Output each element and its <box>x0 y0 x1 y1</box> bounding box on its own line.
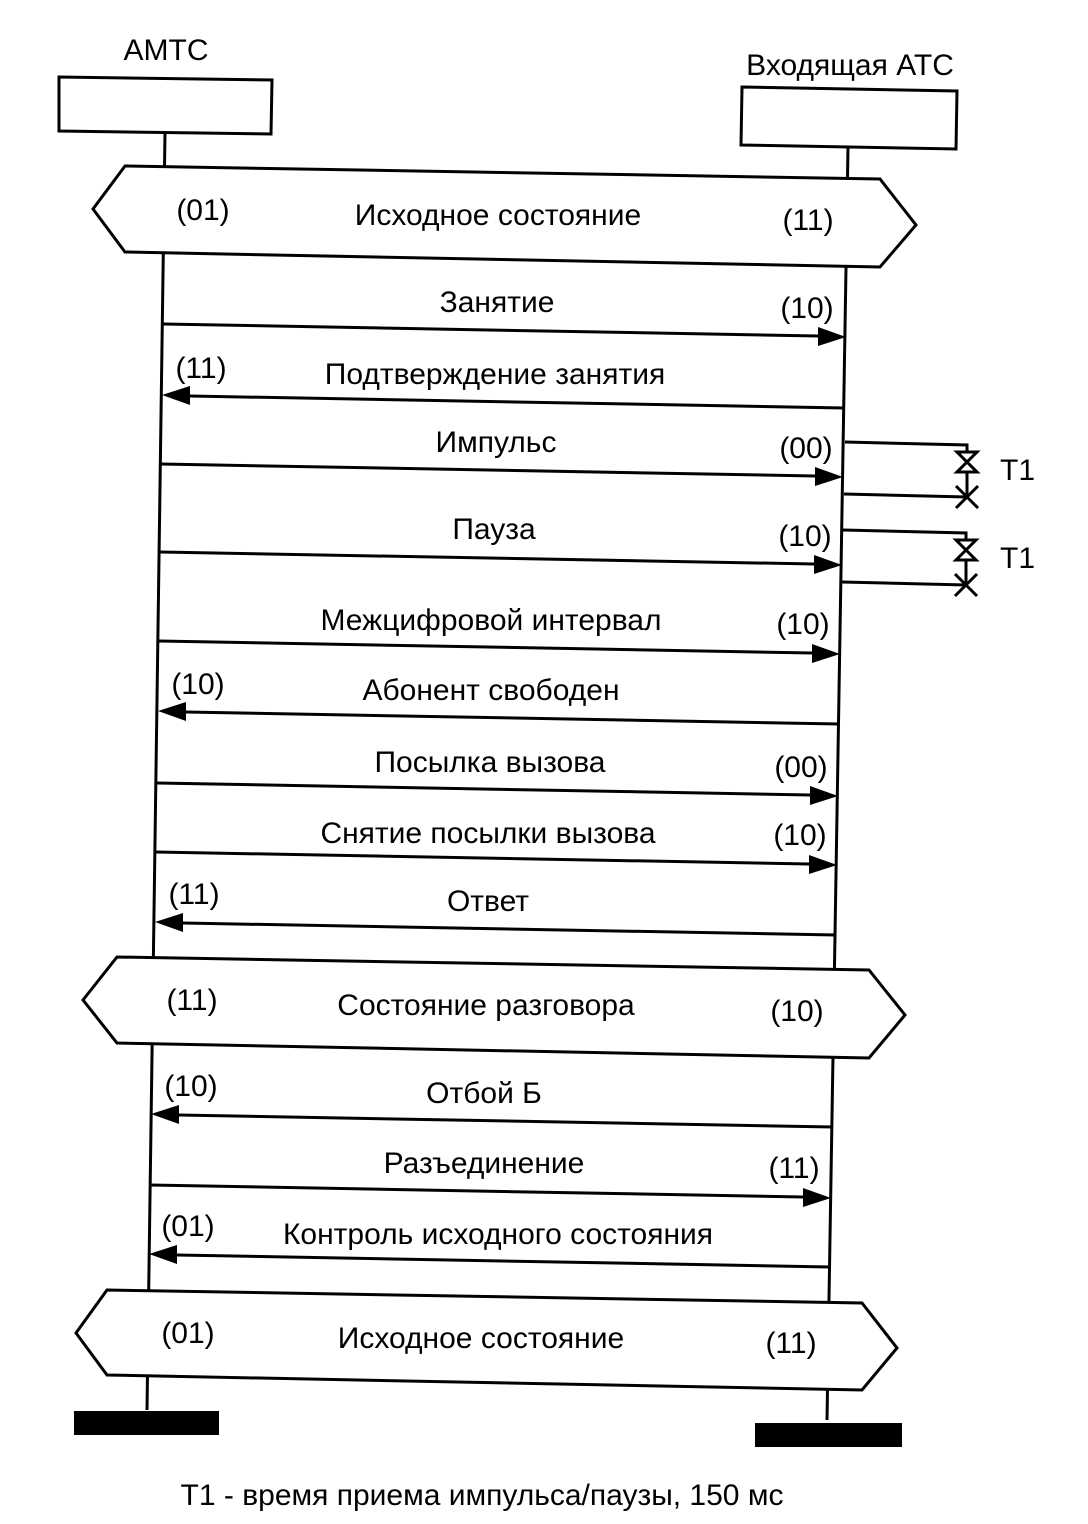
message-arrow-line <box>176 1253 831 1269</box>
hourglass-icon <box>953 450 981 474</box>
message-code: (10) <box>776 608 829 641</box>
timer-t1-pause: T1 <box>841 528 1035 598</box>
arrowhead-left-icon <box>162 386 190 405</box>
message-label: Ответ <box>447 885 529 918</box>
timer-start-line <box>842 528 968 540</box>
lifeline-right <box>825 146 850 1421</box>
lifeline-right-end-bar <box>755 1423 902 1447</box>
message-arrow-line <box>160 462 816 478</box>
message-arrow-line <box>149 1183 804 1199</box>
message-code: (11) <box>168 878 219 911</box>
message-arrow-line <box>159 550 815 566</box>
message-arrow-line <box>158 639 813 655</box>
arrowhead-left-icon <box>149 1245 177 1264</box>
message-arrow-line <box>155 850 810 866</box>
timer-label: T1 <box>1000 454 1035 487</box>
state-box-initial-final: (01) Исходное состояние (11) <box>74 1288 899 1392</box>
message-clear-back: (10) Отбой Б <box>151 1070 834 1129</box>
arrowhead-right-icon <box>818 327 846 346</box>
message-pause: Пауза (10) <box>159 513 842 574</box>
arrowhead-left-icon <box>155 913 183 932</box>
timer-expiry-cross-icon <box>954 484 980 510</box>
message-arrow-line <box>178 1113 834 1129</box>
state-hexagon <box>81 955 907 1060</box>
participant-right-title: Входящая АТС <box>746 49 954 82</box>
state-right-code: (11) <box>782 204 833 237</box>
message-code: (10) <box>171 668 224 701</box>
message-label: Межцифровой интервал <box>320 604 661 637</box>
message-code: (10) <box>164 1070 217 1103</box>
arrowhead-right-icon <box>810 786 838 805</box>
arrowhead-right-icon <box>809 855 837 874</box>
message-subscriber-free: (10) Абонент свободен <box>158 668 840 726</box>
participant-right-box <box>739 85 959 151</box>
message-disconnect: Разъединение (11) <box>149 1147 831 1207</box>
state-right-code: (11) <box>765 1327 816 1360</box>
message-code: (00) <box>774 751 827 784</box>
message-code: (11) <box>768 1152 819 1185</box>
timer-expiry-cross-icon <box>953 572 979 598</box>
arrowhead-left-icon <box>151 1105 179 1124</box>
lifeline-left <box>145 131 167 1411</box>
state-left-code: (01) <box>161 1317 214 1350</box>
arrowhead-right-icon <box>814 555 842 574</box>
message-code: (01) <box>161 1210 214 1243</box>
state-hexagon <box>74 1288 899 1392</box>
message-arrow-line <box>162 322 819 338</box>
message-label: Контроль исходного состояния <box>283 1218 713 1251</box>
message-label: Снятие посылки вызова <box>320 817 655 850</box>
participant-left-title: АМТС <box>124 34 209 67</box>
arrowhead-right-icon <box>815 467 843 486</box>
message-arrow-line <box>182 921 837 937</box>
state-hexagon <box>91 164 918 269</box>
message-ringing: Посылка вызова (00) <box>156 746 838 805</box>
participant-left-box <box>57 75 274 136</box>
arrowhead-left-icon <box>158 702 186 721</box>
message-seizure-ack: (11) Подтверждение занятия <box>162 352 845 410</box>
lifeline-left-end-bar <box>74 1411 219 1435</box>
state-right-code: (10) <box>770 995 823 1028</box>
message-label: Импульс <box>436 426 557 459</box>
message-label: Абонент свободен <box>362 674 619 707</box>
state-box-initial: (01) Исходное состояние (11) <box>91 164 918 269</box>
message-label: Подтверждение занятия <box>325 358 665 391</box>
message-label: Посылка вызова <box>374 746 605 779</box>
footnote: T1 - время приема импульса/паузы, 150 мс <box>181 1479 784 1512</box>
message-answer: (11) Ответ <box>155 878 837 937</box>
hourglass-icon <box>952 538 980 562</box>
state-left-code: (01) <box>176 194 229 227</box>
message-interdigit-interval: Межцифровой интервал (10) <box>158 604 840 663</box>
message-label: Занятие <box>440 286 555 319</box>
timer-t1-pulse: T1 <box>843 440 1035 510</box>
message-pulse: Импульс (00) <box>160 426 843 486</box>
message-arrow-line <box>185 710 840 726</box>
message-label: Разъединение <box>384 1147 585 1180</box>
message-code: (10) <box>780 292 833 325</box>
message-initial-state-check: (01) Контроль исходного состояния <box>149 1210 831 1269</box>
state-label: Состояние разговора <box>337 989 635 1022</box>
state-left-code: (11) <box>166 984 217 1017</box>
state-box-conversation: (11) Состояние разговора (10) <box>81 955 907 1060</box>
arrowhead-right-icon <box>803 1188 831 1207</box>
message-code: (10) <box>773 819 826 852</box>
message-seizure: Занятие (10) <box>162 286 846 346</box>
message-label: Пауза <box>452 513 536 546</box>
message-ringing-removal: Снятие посылки вызова (10) <box>155 817 837 874</box>
timer-start-line <box>844 440 969 452</box>
message-arrow-line <box>189 394 845 410</box>
state-label: Исходное состояние <box>355 199 641 232</box>
message-code: (00) <box>779 432 832 465</box>
message-code: (10) <box>778 520 831 553</box>
state-label: Исходное состояние <box>338 1322 624 1355</box>
message-code: (11) <box>175 352 226 385</box>
arrowhead-right-icon <box>812 644 840 663</box>
timer-end-line <box>843 492 968 499</box>
message-label: Отбой Б <box>426 1077 542 1110</box>
message-arrow-line <box>156 781 811 797</box>
timer-end-line <box>841 580 967 587</box>
timer-label: T1 <box>1000 542 1035 575</box>
